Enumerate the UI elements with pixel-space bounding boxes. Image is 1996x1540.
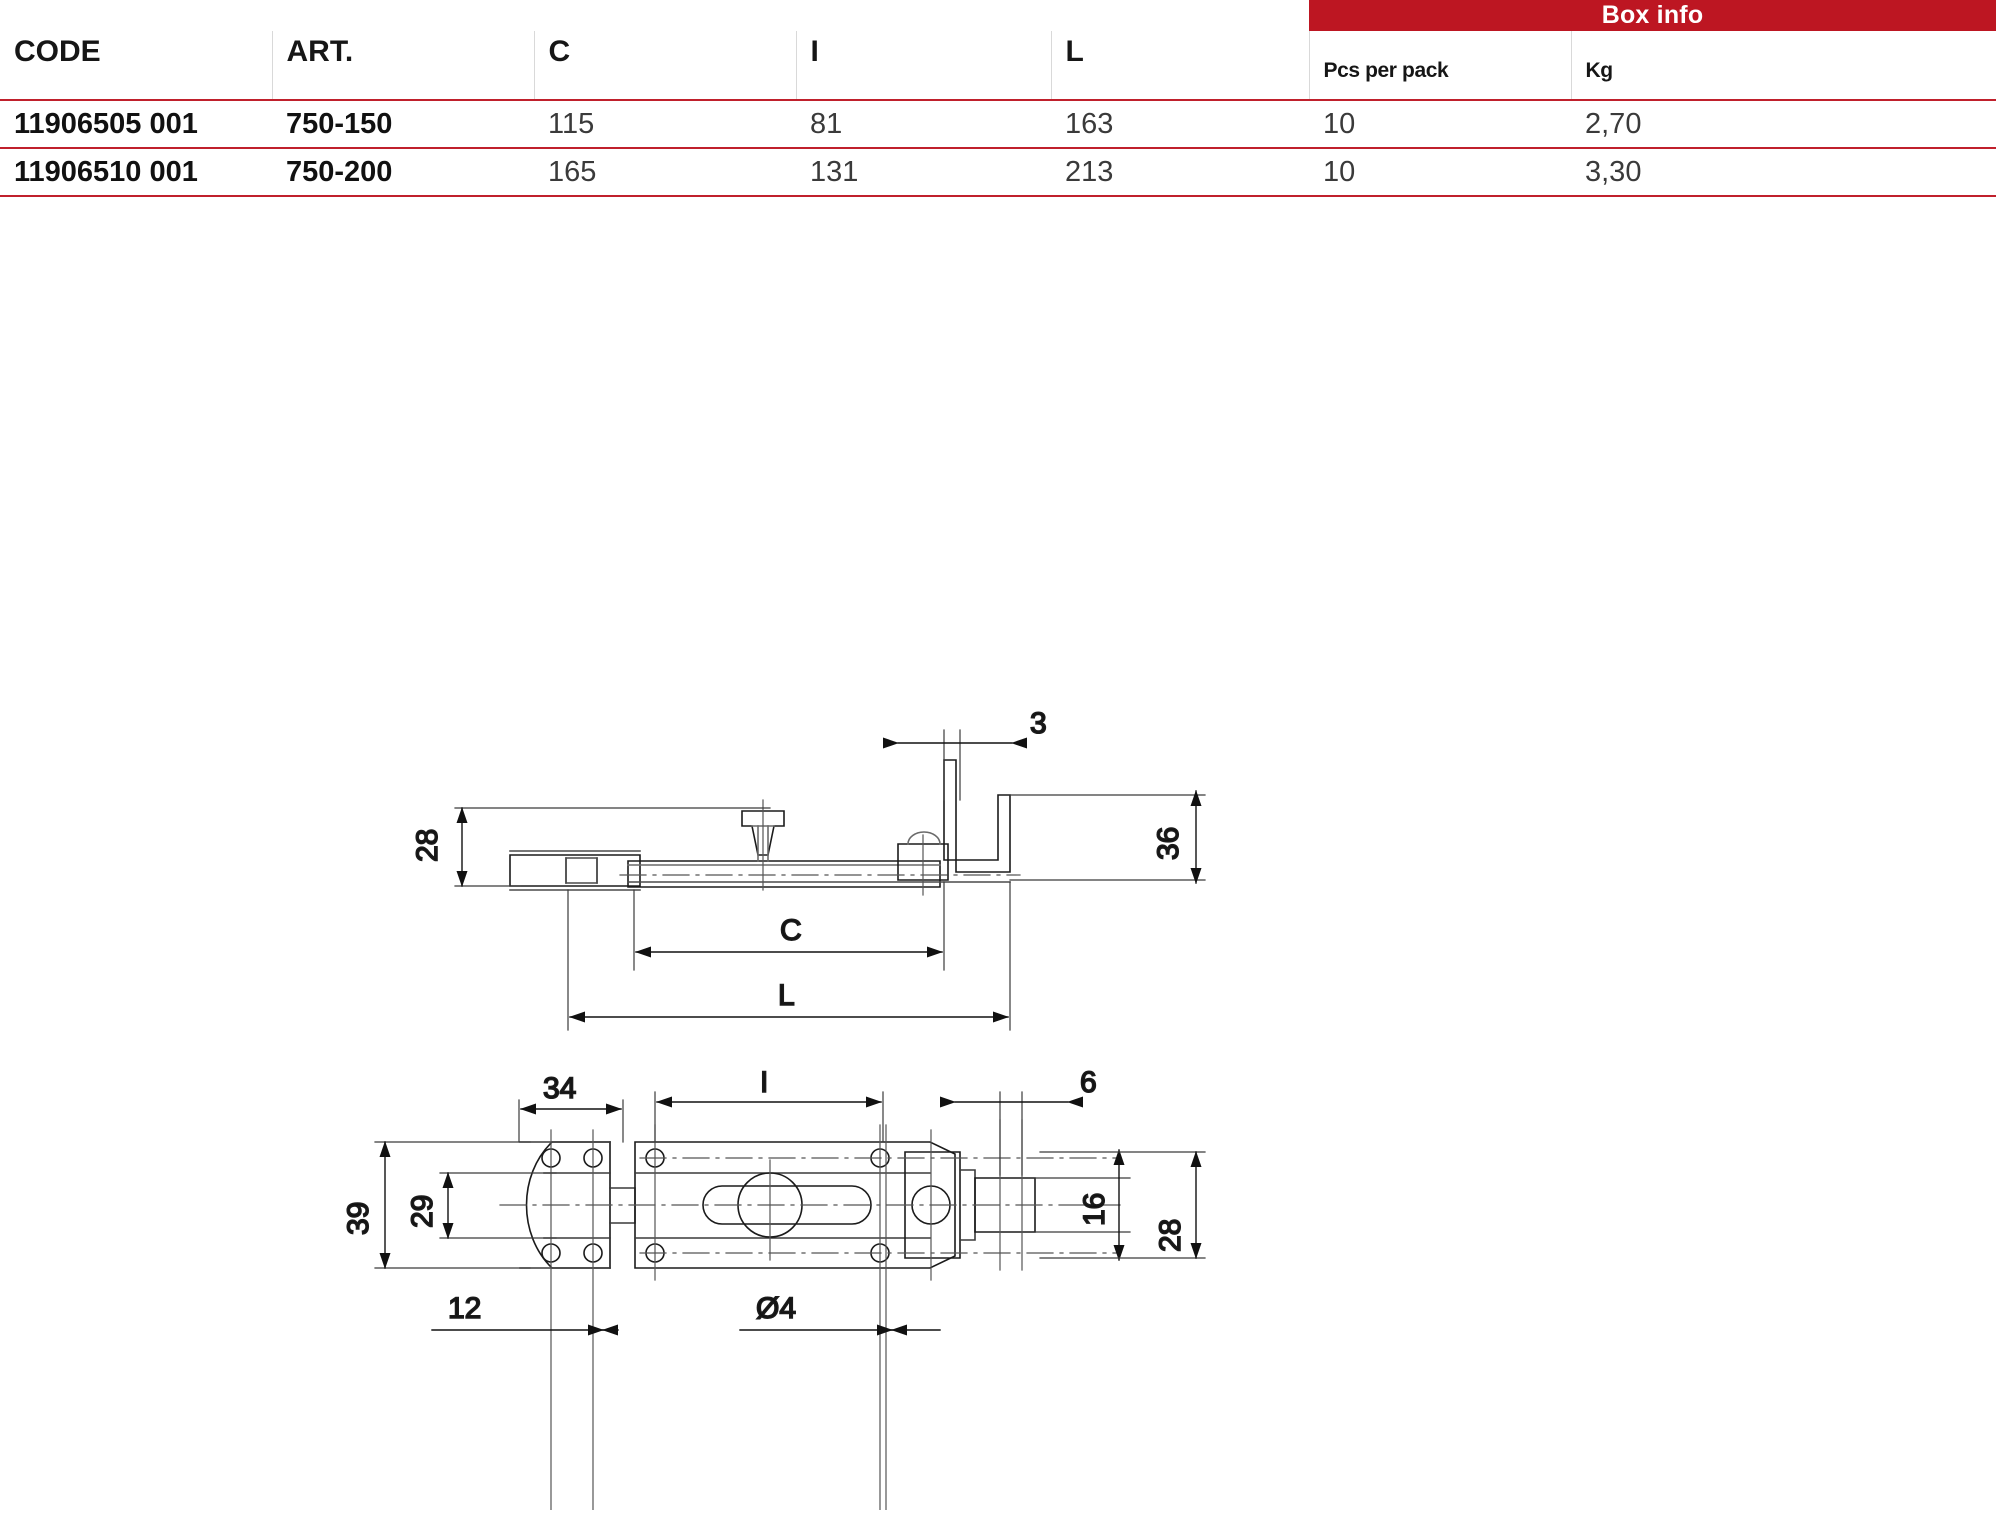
dim-label-l: L bbox=[778, 979, 795, 1012]
cell-art: 750-200 bbox=[272, 148, 534, 197]
cell-l: 213 bbox=[1051, 148, 1309, 197]
table-row: 11906505 001 750-150 115 81 163 10 2,70 bbox=[0, 100, 1996, 149]
column-header-l: L bbox=[1051, 31, 1310, 101]
column-header-kg: Kg bbox=[1571, 31, 1996, 101]
cell-pcs: 10 bbox=[1309, 148, 1571, 197]
plan-slot bbox=[702, 1185, 872, 1225]
table-header-row: CODE ART. C I L Pcs per pack Kg bbox=[0, 31, 1996, 101]
dim-label-i: I bbox=[760, 1066, 768, 1099]
side-keeper bbox=[509, 854, 641, 887]
side-main-bar bbox=[627, 860, 941, 888]
cell-code: 11906510 001 bbox=[0, 148, 272, 197]
box-info-banner-row: Box info bbox=[0, 0, 1996, 31]
dim-label-36: 36 bbox=[1152, 827, 1185, 860]
cell-l: 163 bbox=[1051, 100, 1309, 149]
cell-i: 81 bbox=[796, 100, 1051, 149]
side-l-bracket bbox=[943, 759, 1011, 873]
cell-code: 11906505 001 bbox=[0, 100, 272, 149]
table-row: 11906510 001 750-200 165 131 213 10 3,30 bbox=[0, 148, 1996, 197]
dim-label-34: 34 bbox=[543, 1072, 576, 1105]
dim-label-28-side: 28 bbox=[411, 829, 444, 862]
column-header-i: I bbox=[796, 31, 1052, 101]
dim-label-c: C bbox=[780, 914, 802, 947]
plan-main-body bbox=[634, 1141, 956, 1269]
column-header-art: ART. bbox=[272, 31, 535, 101]
dim-label-29: 29 bbox=[406, 1195, 439, 1228]
dim-label-39: 39 bbox=[342, 1202, 375, 1235]
column-header-pcs-per-pack: Pcs per pack bbox=[1309, 31, 1572, 101]
plan-right-block bbox=[904, 1151, 961, 1259]
dim-label-6: 6 bbox=[1080, 1066, 1097, 1099]
dim-label-3: 3 bbox=[1030, 707, 1047, 740]
dim-label-28-plan: 28 bbox=[1154, 1219, 1187, 1252]
technical-drawing: 28 3 36 C bbox=[0, 330, 1996, 1510]
cell-art: 750-150 bbox=[272, 100, 534, 149]
dim-label-12: 12 bbox=[448, 1292, 481, 1325]
specification-table: Box info CODE ART. C I L Pcs per pack Kg… bbox=[0, 0, 1996, 197]
cell-c: 115 bbox=[534, 100, 796, 149]
box-info-label: Box info bbox=[1309, 0, 1996, 31]
dim-label-16: 16 bbox=[1078, 1193, 1111, 1226]
cell-kg: 3,30 bbox=[1571, 148, 1996, 197]
cell-i: 131 bbox=[796, 148, 1051, 197]
column-header-code: CODE bbox=[0, 31, 273, 101]
column-header-c: C bbox=[534, 31, 797, 101]
dim-label-diameter-4: Ø4 bbox=[756, 1292, 796, 1325]
cell-pcs: 10 bbox=[1309, 100, 1571, 149]
side-right-block bbox=[897, 843, 949, 881]
box-info-spacer bbox=[0, 0, 1309, 31]
cell-c: 165 bbox=[534, 148, 796, 197]
cell-kg: 2,70 bbox=[1571, 100, 1996, 149]
